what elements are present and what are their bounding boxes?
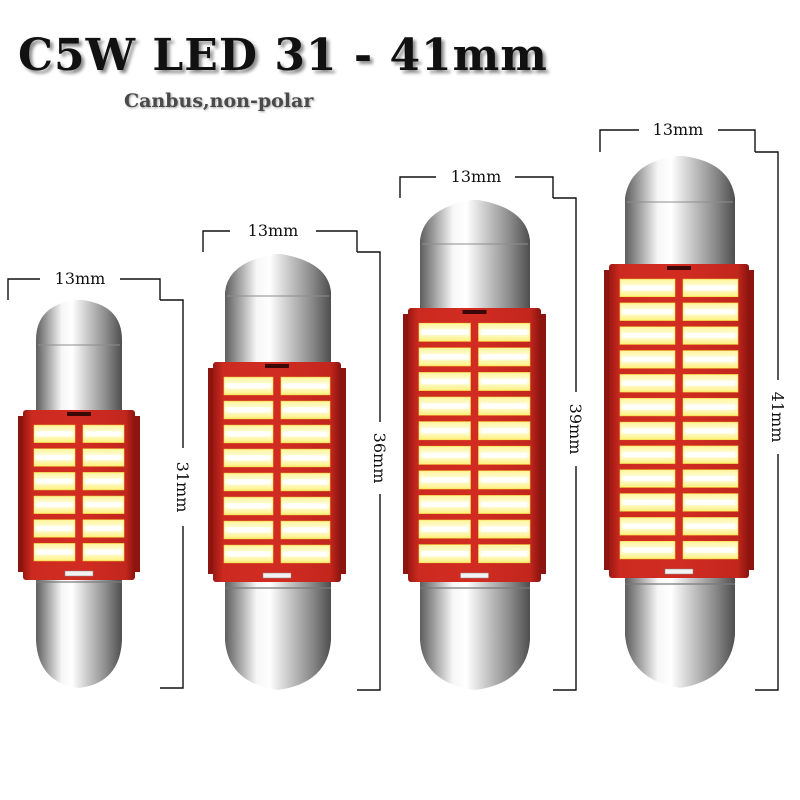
- bulb-39mm-length-line-bottom: [553, 466, 577, 691]
- bulb-41mm-length-line-bottom: [755, 454, 779, 691]
- bulb-31mm-length-line-bottom: [160, 526, 184, 689]
- bulb-39mm-width-line-left: [399, 176, 436, 198]
- bulb-36mm-length-label: 36mm: [370, 433, 389, 484]
- bulb-41mm-length-label: 41mm: [768, 392, 787, 443]
- bulb-39mm-width-line-right: [515, 176, 554, 198]
- bulb-31mm-top-cap: [36, 300, 122, 412]
- bulb-36mm-top-cap: [225, 254, 331, 365]
- bulb-41mm-top-cap: [625, 156, 735, 268]
- bulb-41mm-pcb: [604, 264, 754, 578]
- bulb-31mm-width-label: 13mm: [55, 269, 106, 288]
- bulb-31mm-width-line-right: [120, 278, 161, 300]
- product-title: C5W LED 31 - 41mm: [18, 30, 548, 81]
- bulb-41mm: [604, 156, 754, 688]
- bulb-31mm-width-line-left: [7, 278, 40, 300]
- bulb-41mm-length-line-top: [755, 151, 779, 380]
- bulb-36mm-width-line-left: [202, 230, 230, 252]
- bulb-36mm: [208, 254, 346, 690]
- bulb-41mm-width-line-right: [718, 129, 756, 152]
- bulb-36mm-length-line-bottom: [357, 494, 381, 691]
- bulb-36mm-width-label: 13mm: [248, 221, 299, 240]
- bulb-36mm-pcb: [208, 362, 346, 582]
- dimension-lines: [7, 129, 779, 691]
- bulb-39mm-pcb: [403, 308, 546, 582]
- bulb-41mm-width-label: 13mm: [653, 120, 704, 139]
- bulb-36mm-bottom-cap: [225, 578, 331, 690]
- bulb-31mm-bottom-cap: [36, 572, 122, 688]
- bulb-41mm-width-line-left: [599, 129, 639, 152]
- bulb-31mm-length-line-top: [160, 299, 184, 448]
- bulb-39mm-top-cap: [420, 200, 530, 312]
- bulb-31mm: [18, 300, 140, 688]
- bulb-39mm-width-label: 13mm: [451, 167, 502, 186]
- bulb-41mm-bottom-cap: [625, 574, 735, 688]
- bulb-31mm-pcb: [18, 410, 140, 580]
- bulb-39mm-bottom-cap: [420, 578, 530, 690]
- bulb-39mm-length-line-top: [553, 197, 577, 392]
- product-subtitle: Canbus,non-polar: [124, 90, 314, 112]
- bulb-31mm-length-label: 31mm: [173, 462, 192, 513]
- bulb-36mm-length-line-top: [357, 251, 381, 422]
- bulb-36mm-width-line-right: [316, 230, 358, 252]
- bulb-39mm-length-label: 39mm: [566, 404, 585, 455]
- bulb-39mm: [403, 200, 546, 690]
